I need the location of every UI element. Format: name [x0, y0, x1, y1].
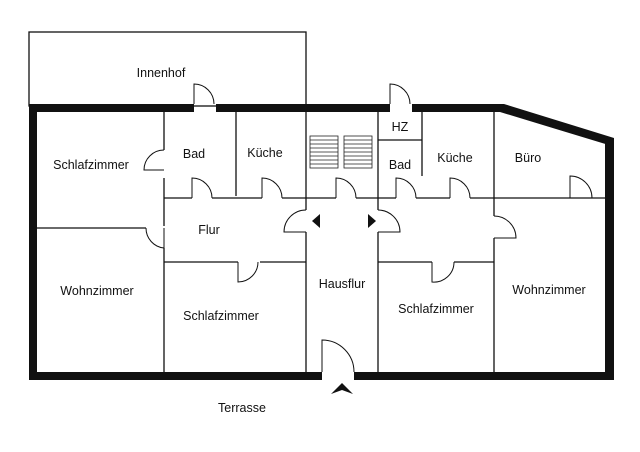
label-boiler: HZ: [392, 120, 409, 134]
label-right-kitchen: Küche: [437, 151, 472, 165]
label-left-hall: Flur: [198, 223, 220, 237]
arrow-left-icon: [312, 214, 320, 228]
label-stair-hall: Hausflur: [319, 277, 366, 291]
door-swings: [143, 83, 593, 373]
label-terrace: Terrasse: [218, 401, 266, 415]
label-left-bedroom-top: Schlafzimmer: [53, 158, 129, 172]
label-left-kitchen: Küche: [247, 146, 282, 160]
label-left-bedroom-bottom: Schlafzimmer: [183, 309, 259, 323]
entry-arrow-icon: [331, 383, 353, 394]
arrow-right-icon: [368, 214, 376, 228]
label-office: Büro: [515, 151, 541, 165]
label-right-bedroom: Schlafzimmer: [398, 302, 474, 316]
interior-walls: [37, 112, 605, 372]
room-labels: Innenhof Schlafzimmer Bad Küche Flur Woh…: [53, 66, 586, 415]
entry-arrows: [312, 214, 376, 394]
label-right-living: Wohnzimmer: [512, 283, 585, 297]
exterior-walls: [29, 104, 614, 380]
label-right-bath: Bad: [389, 158, 411, 172]
staircase: [309, 135, 373, 169]
label-left-living: Wohnzimmer: [60, 284, 133, 298]
label-courtyard: Innenhof: [137, 66, 186, 80]
label-left-bath: Bad: [183, 147, 205, 161]
